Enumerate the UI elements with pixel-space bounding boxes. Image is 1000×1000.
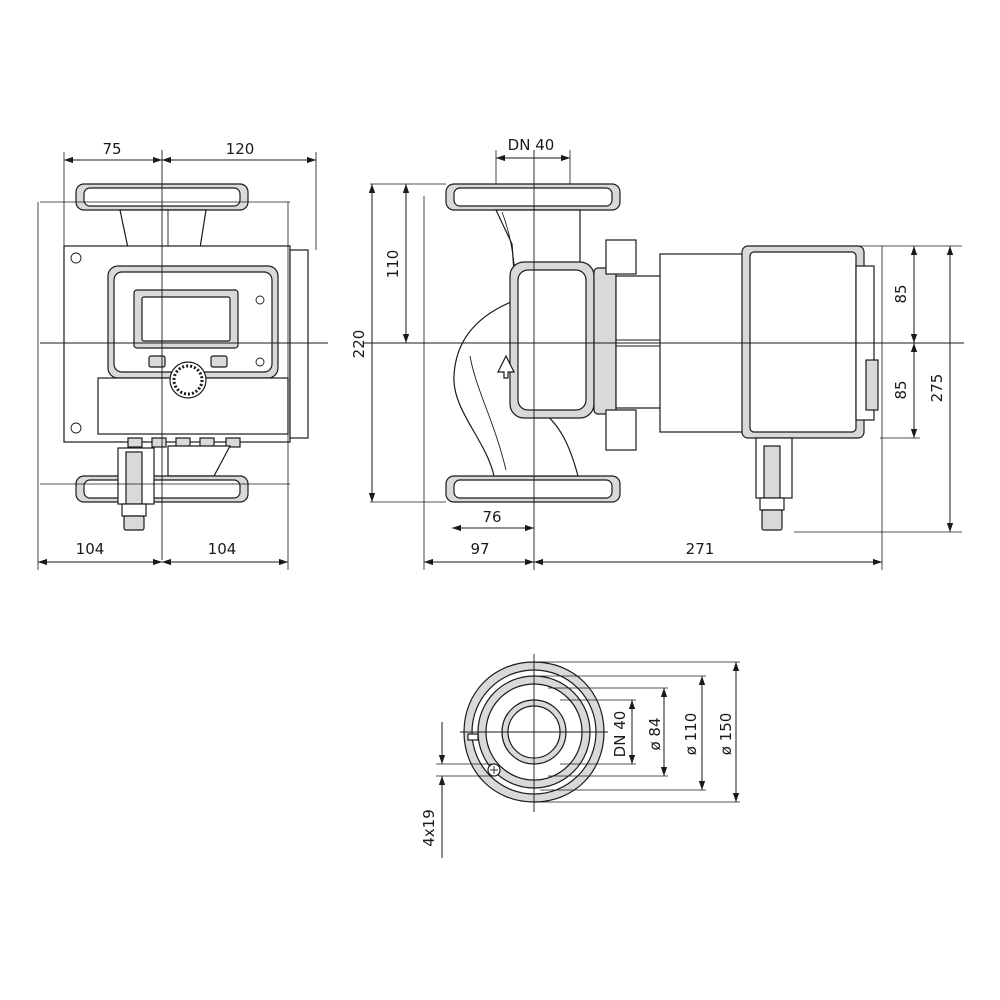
front-dim-bottom-left: 104: [76, 540, 105, 558]
flow-arrow-icon: [497, 354, 515, 379]
side-dim-height-upper: 110: [384, 250, 402, 279]
front-view: 75 120 104 104: [37, 140, 328, 570]
front-dim-top-left: 75: [102, 140, 121, 158]
side-dim-bottom-left: 97: [470, 540, 489, 558]
side-dim-right-total: 275: [928, 374, 946, 403]
side-dim-bottom-right: 271: [686, 540, 715, 558]
flange-view: DN 40 ø 84 ø 110 ø 150 4x19: [420, 654, 740, 858]
side-dim-inner-bottom: 76: [482, 508, 501, 526]
side-dim-right-upper: 85: [892, 284, 910, 303]
flange-dia-84: ø 84: [646, 717, 664, 750]
side-dim-height-total: 220: [350, 330, 368, 359]
flange-dia-150: ø 150: [717, 713, 735, 756]
side-dn-label: DN 40: [508, 136, 555, 154]
flange-holes-label: 4x19: [420, 809, 438, 847]
flange-dn-label: DN 40: [611, 711, 629, 758]
front-dim-top-right: 120: [226, 140, 255, 158]
front-button-left: [148, 355, 166, 368]
side-dim-right-lower: 85: [892, 380, 910, 399]
front-dim-bottom-right: 104: [208, 540, 237, 558]
side-view: DN 40 110 220 76 97 271 85 85 275: [350, 136, 964, 570]
flange-dia-110: ø 110: [682, 713, 700, 756]
front-button-right: [210, 355, 228, 368]
